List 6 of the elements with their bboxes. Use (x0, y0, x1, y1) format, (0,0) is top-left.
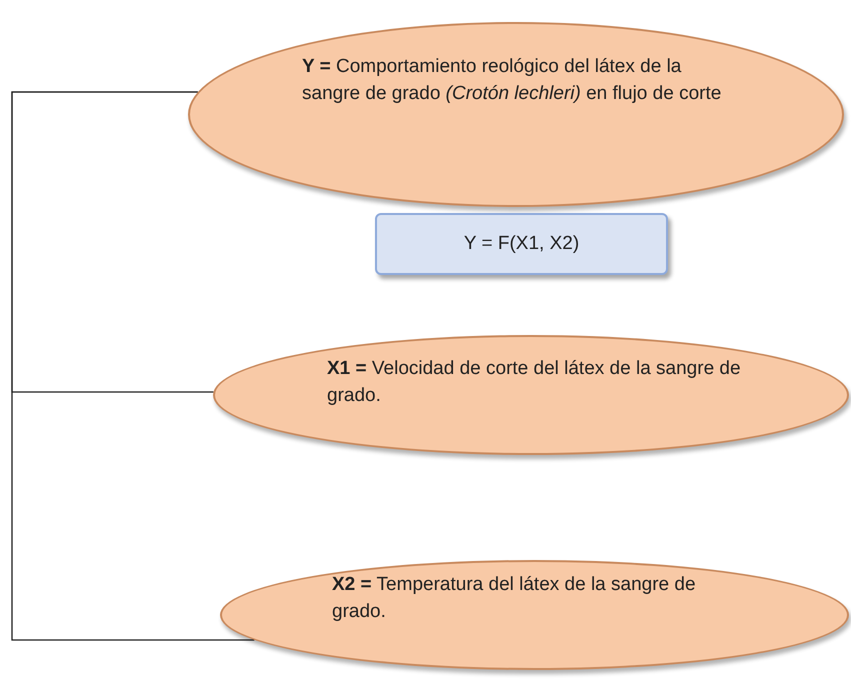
connector-line (11, 91, 254, 641)
formula-text: Y = F(X1, X2) (464, 232, 580, 256)
variable-definition: X1 = Velocidad de corte del látex de la sangre de grado. (327, 357, 742, 408)
variable-definition: X2 = Temperatura del látex de la sangre de grado. (332, 573, 697, 624)
formula-box (375, 213, 668, 275)
variable-definition: Y = Comportamiento reológico del látex de la sangre de grado (Crotón lechleri) en flujo de corte (302, 55, 722, 106)
